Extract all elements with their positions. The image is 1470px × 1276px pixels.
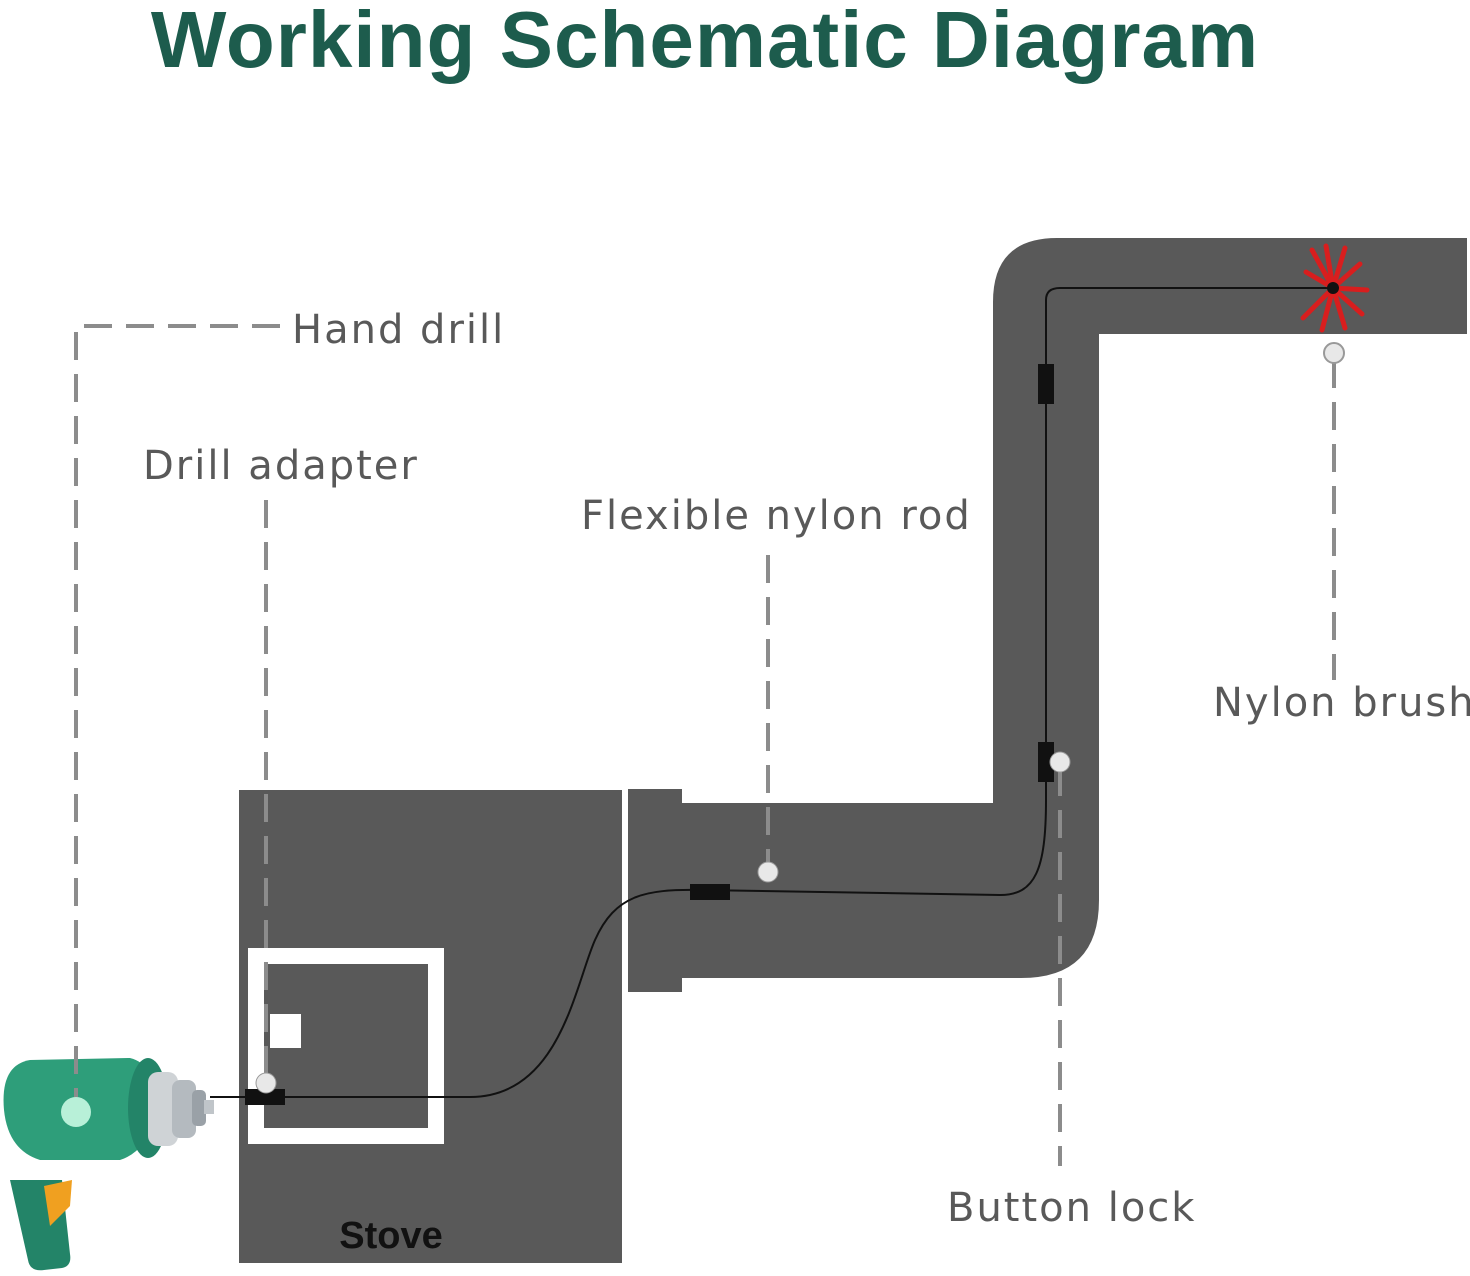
stove-door <box>248 948 444 1144</box>
rod-connector <box>690 884 730 900</box>
chimney-duct <box>680 238 1467 978</box>
label-button-lock: Button lock <box>947 1185 1196 1231</box>
label-flexible-nylon-rod: Flexible nylon rod <box>581 493 972 539</box>
drill-adapter-connector <box>245 1089 285 1105</box>
stove-label: Stove <box>339 1215 442 1257</box>
rod-connector-upper <box>1038 364 1054 404</box>
leader-lines <box>74 324 1336 1166</box>
nylon-brush-marker <box>1323 342 1345 364</box>
leader-hand-drill <box>74 324 280 1106</box>
flexible-nylon-rod <box>210 287 1333 1098</box>
label-hand-drill: Hand drill <box>292 307 505 353</box>
stove-door-latch <box>270 1014 301 1048</box>
hand-drill-icon <box>3 1058 214 1271</box>
button-lock-connector <box>1038 742 1054 782</box>
button-lock-marker <box>1049 751 1071 773</box>
label-nylon-brush: Nylon brush <box>1213 680 1470 726</box>
stove-door-hinge <box>248 950 264 1034</box>
flexible-nylon-rod-marker <box>757 861 779 883</box>
hand-drill-marker <box>61 1097 91 1127</box>
label-drill-adapter: Drill adapter <box>143 443 419 489</box>
page-title: Working Schematic Diagram <box>150 0 1260 84</box>
nylon-brush-icon <box>1300 243 1370 333</box>
drill-adapter-marker <box>255 1072 277 1094</box>
